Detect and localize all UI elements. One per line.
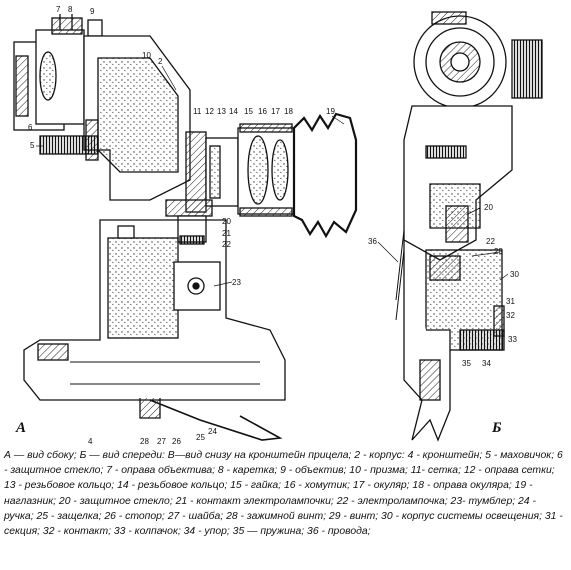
callout: 14 xyxy=(229,107,238,116)
callout: 33 xyxy=(508,335,517,344)
side-view xyxy=(13,14,358,441)
handle-lever xyxy=(149,399,283,441)
front-lamp xyxy=(445,205,469,243)
callout: 19 xyxy=(326,107,335,116)
wires xyxy=(395,229,405,301)
callout: 7 xyxy=(56,5,61,14)
callout: 20 xyxy=(484,203,493,212)
cap xyxy=(459,329,505,351)
eyecup xyxy=(292,112,358,239)
callout: 15 xyxy=(244,107,253,116)
callout: 20 xyxy=(222,217,231,226)
callout: 23 xyxy=(232,278,241,287)
callout: 17 xyxy=(271,107,280,116)
callout: 32 xyxy=(506,311,515,320)
illumination-housing xyxy=(107,237,179,339)
callout: 25 xyxy=(196,433,205,442)
callout: 22 xyxy=(222,240,231,249)
side-callouts: 7 8 9 10 2 6 5 11 12 13 14 15 16 17 18 1… xyxy=(28,5,335,446)
callout: 5 xyxy=(30,141,35,150)
callout: 27 xyxy=(157,437,166,446)
callout: 10 xyxy=(142,51,151,60)
protective-glass xyxy=(15,55,29,117)
callout: 36 xyxy=(368,237,377,246)
callout: 8 xyxy=(68,5,73,14)
callout: 24 xyxy=(208,427,217,436)
callout: 4 xyxy=(88,437,93,446)
callout: 29 xyxy=(494,247,503,256)
figure-caption: А — вид сбоку; Б — вид спереди: В—вид сн… xyxy=(4,450,563,538)
callout: 12 xyxy=(205,107,214,116)
callout: 2 xyxy=(158,57,163,66)
callout: 34 xyxy=(482,359,491,368)
callout: 18 xyxy=(284,107,293,116)
callout: 28 xyxy=(140,437,149,446)
technical-drawing: А Б 7 8 9 10 2 6 5 11 12 13 14 15 16 17 … xyxy=(13,5,543,446)
callout: 11 xyxy=(193,107,202,116)
callout: 26 xyxy=(172,437,181,446)
callout: 35 xyxy=(462,359,471,368)
callout: 21 xyxy=(222,229,231,238)
callout: 13 xyxy=(217,107,226,116)
callout: 9 xyxy=(90,7,95,16)
handwheel xyxy=(39,135,99,155)
front-callouts: 20 36 22 29 30 31 32 33 35 34 xyxy=(368,203,519,368)
callout: 16 xyxy=(258,107,267,116)
bracket xyxy=(23,219,286,401)
callout: 22 xyxy=(486,237,495,246)
front-view xyxy=(395,11,543,442)
eyepiece-lens xyxy=(247,135,269,205)
clamp-screw xyxy=(139,398,161,419)
view-label-side: А xyxy=(15,420,26,436)
callout: 30 xyxy=(510,270,519,279)
leader-lines xyxy=(36,65,509,287)
objective-lens xyxy=(39,51,57,101)
front-handwheel xyxy=(511,39,543,99)
callout: 31 xyxy=(506,297,515,306)
callout: 6 xyxy=(28,123,33,132)
view-label-front: Б xyxy=(491,420,502,436)
